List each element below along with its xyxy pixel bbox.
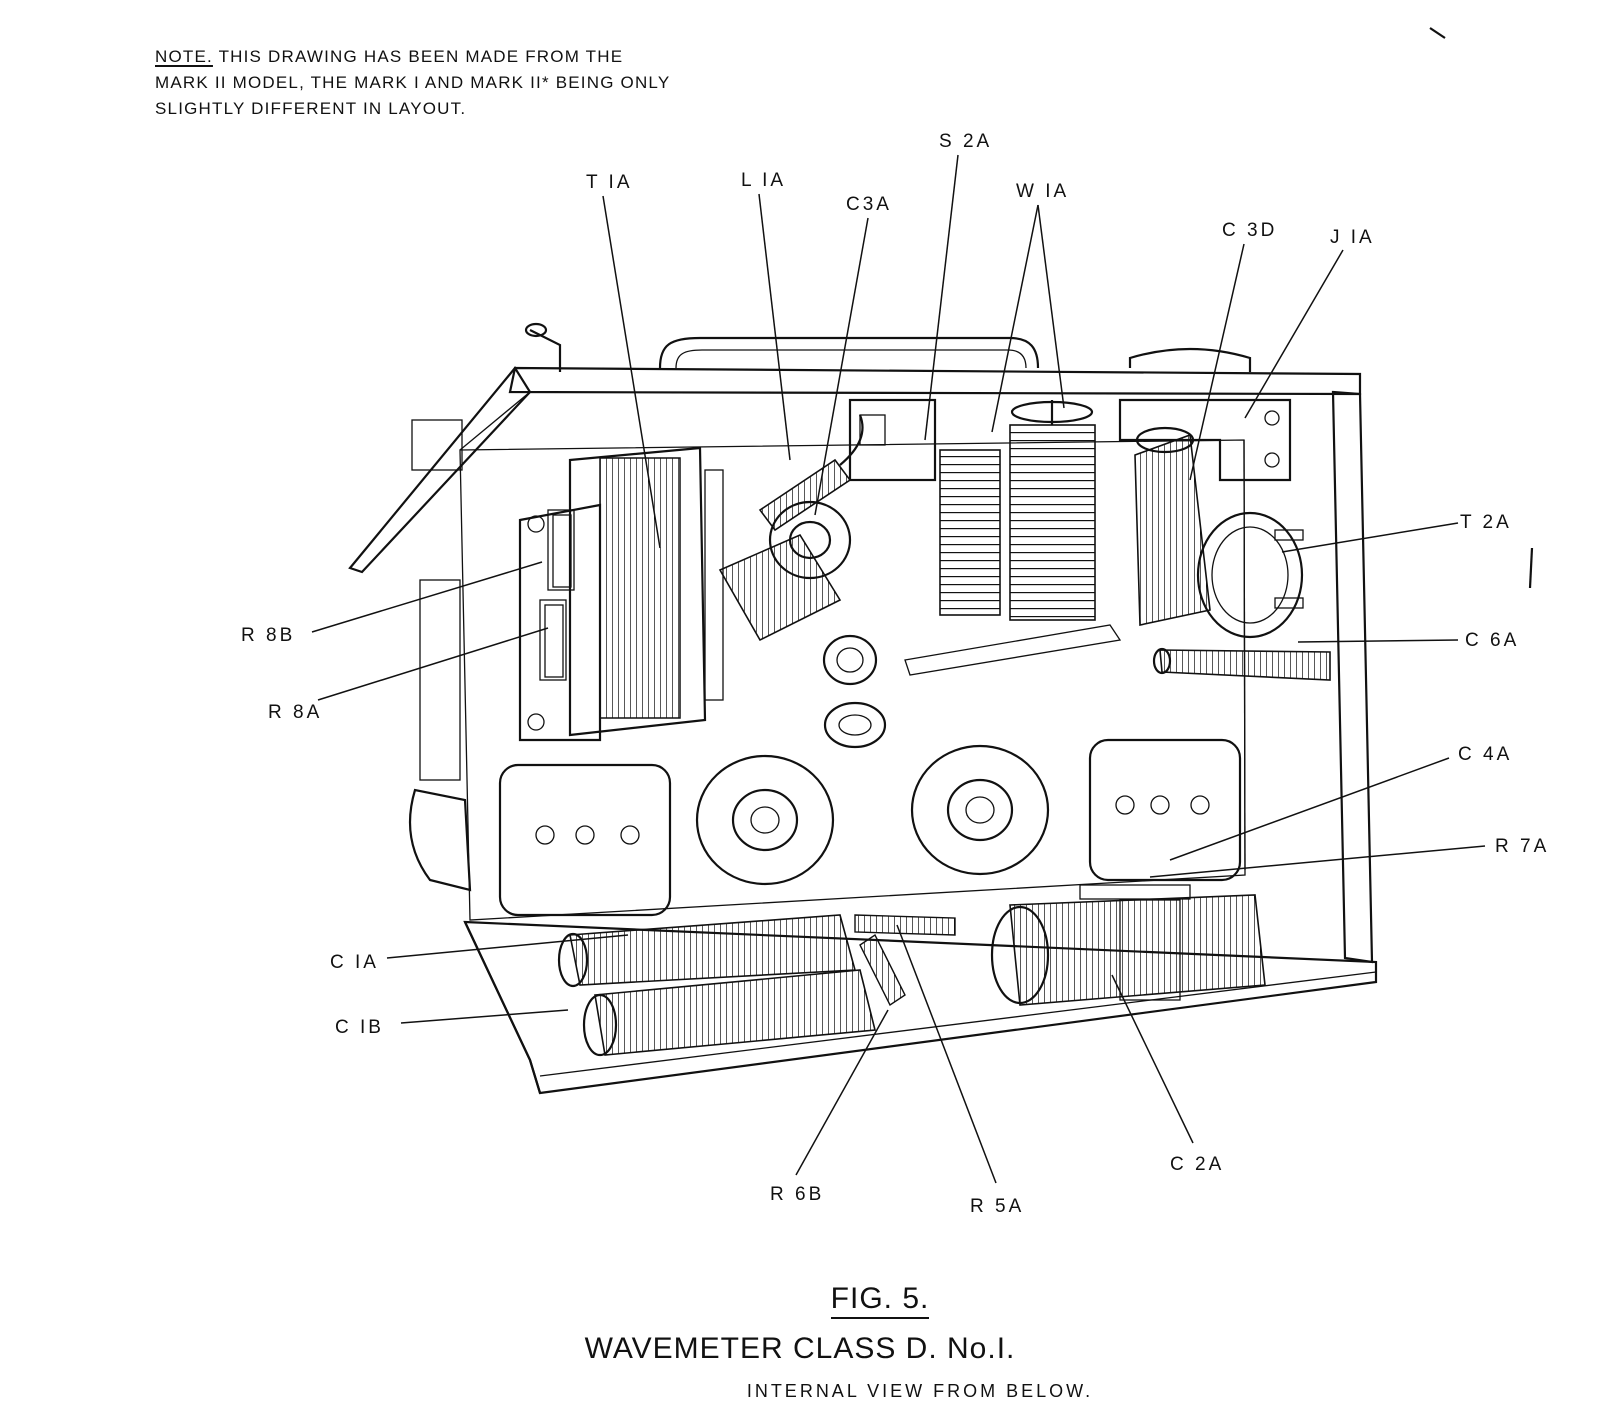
- label-r8b: R 8B: [241, 625, 295, 646]
- capacitor-c1b: [582, 969, 877, 1057]
- switch-s2a: [848, 398, 937, 482]
- resistor-r7a: [1079, 884, 1191, 900]
- figure-title: WAVEMETER CLASS D. No.I.: [584, 1332, 1016, 1365]
- label-c3d: C 3D: [1222, 220, 1277, 241]
- valve-holder-right: [910, 744, 1050, 876]
- resistor-r8a: [544, 604, 564, 678]
- resistor-r8b: [552, 514, 572, 588]
- label-c2a: C 2A: [1170, 1154, 1224, 1175]
- note-prefix: NOTE.: [155, 47, 213, 66]
- figure-number: FIG. 5.: [80, 1282, 1600, 1319]
- label-c1a: C IA: [330, 952, 379, 973]
- label-r8a: R 8A: [268, 702, 322, 723]
- transformer-t2a: [1196, 511, 1304, 639]
- label-t2a: T 2A: [1460, 512, 1512, 533]
- drawing-note: NOTE. THIS DRAWING HAS BEEN MADE FROM TH…: [155, 44, 675, 122]
- resistor-c3a: [758, 414, 864, 532]
- jack-j1a: [1118, 398, 1292, 482]
- resistor-r5a: [854, 914, 956, 936]
- terminal-plate-left: [498, 763, 672, 917]
- capacitor-c3d: [1134, 426, 1211, 626]
- tuning-capacitor-w1a: [904, 400, 1122, 676]
- component-labels: T IA L IA C3A S 2A W IA C 3D J IA T 2A C…: [241, 131, 1549, 1217]
- label-r7a: R 7A: [1495, 836, 1549, 857]
- note-text: THIS DRAWING HAS BEEN MADE FROM THE MARK…: [155, 47, 671, 118]
- label-r6b: R 6B: [770, 1184, 824, 1205]
- label-c3a: C3A: [846, 194, 892, 215]
- label-l1a: L IA: [741, 170, 786, 191]
- label-j1a: J IA: [1330, 227, 1375, 248]
- figure-subtitle: INTERNAL VIEW FROM BELOW.: [746, 1381, 1094, 1401]
- valve-holder-left: [695, 754, 835, 886]
- label-c6a: C 6A: [1465, 630, 1519, 651]
- label-w1a: W IA: [1016, 181, 1069, 202]
- transformer-t1a: [518, 446, 707, 742]
- stray-mark: [1429, 27, 1446, 39]
- centre-grommets: [822, 634, 887, 749]
- label-t1a: T IA: [586, 172, 633, 193]
- coil-l1a: [704, 469, 852, 701]
- terminal-plate-right: [1088, 738, 1242, 882]
- resistor-r6b: [859, 933, 906, 1007]
- resistor-c6a: [1152, 647, 1331, 681]
- label-c1b: C IB: [335, 1017, 384, 1038]
- label-c4a: C 4A: [1458, 744, 1512, 765]
- label-s2a: S 2A: [939, 131, 992, 152]
- label-r5a: R 5A: [970, 1196, 1024, 1217]
- stray-mark: [1528, 547, 1534, 589]
- leader-lines: [311, 154, 1486, 1184]
- capacitor-c2a: [990, 894, 1266, 1006]
